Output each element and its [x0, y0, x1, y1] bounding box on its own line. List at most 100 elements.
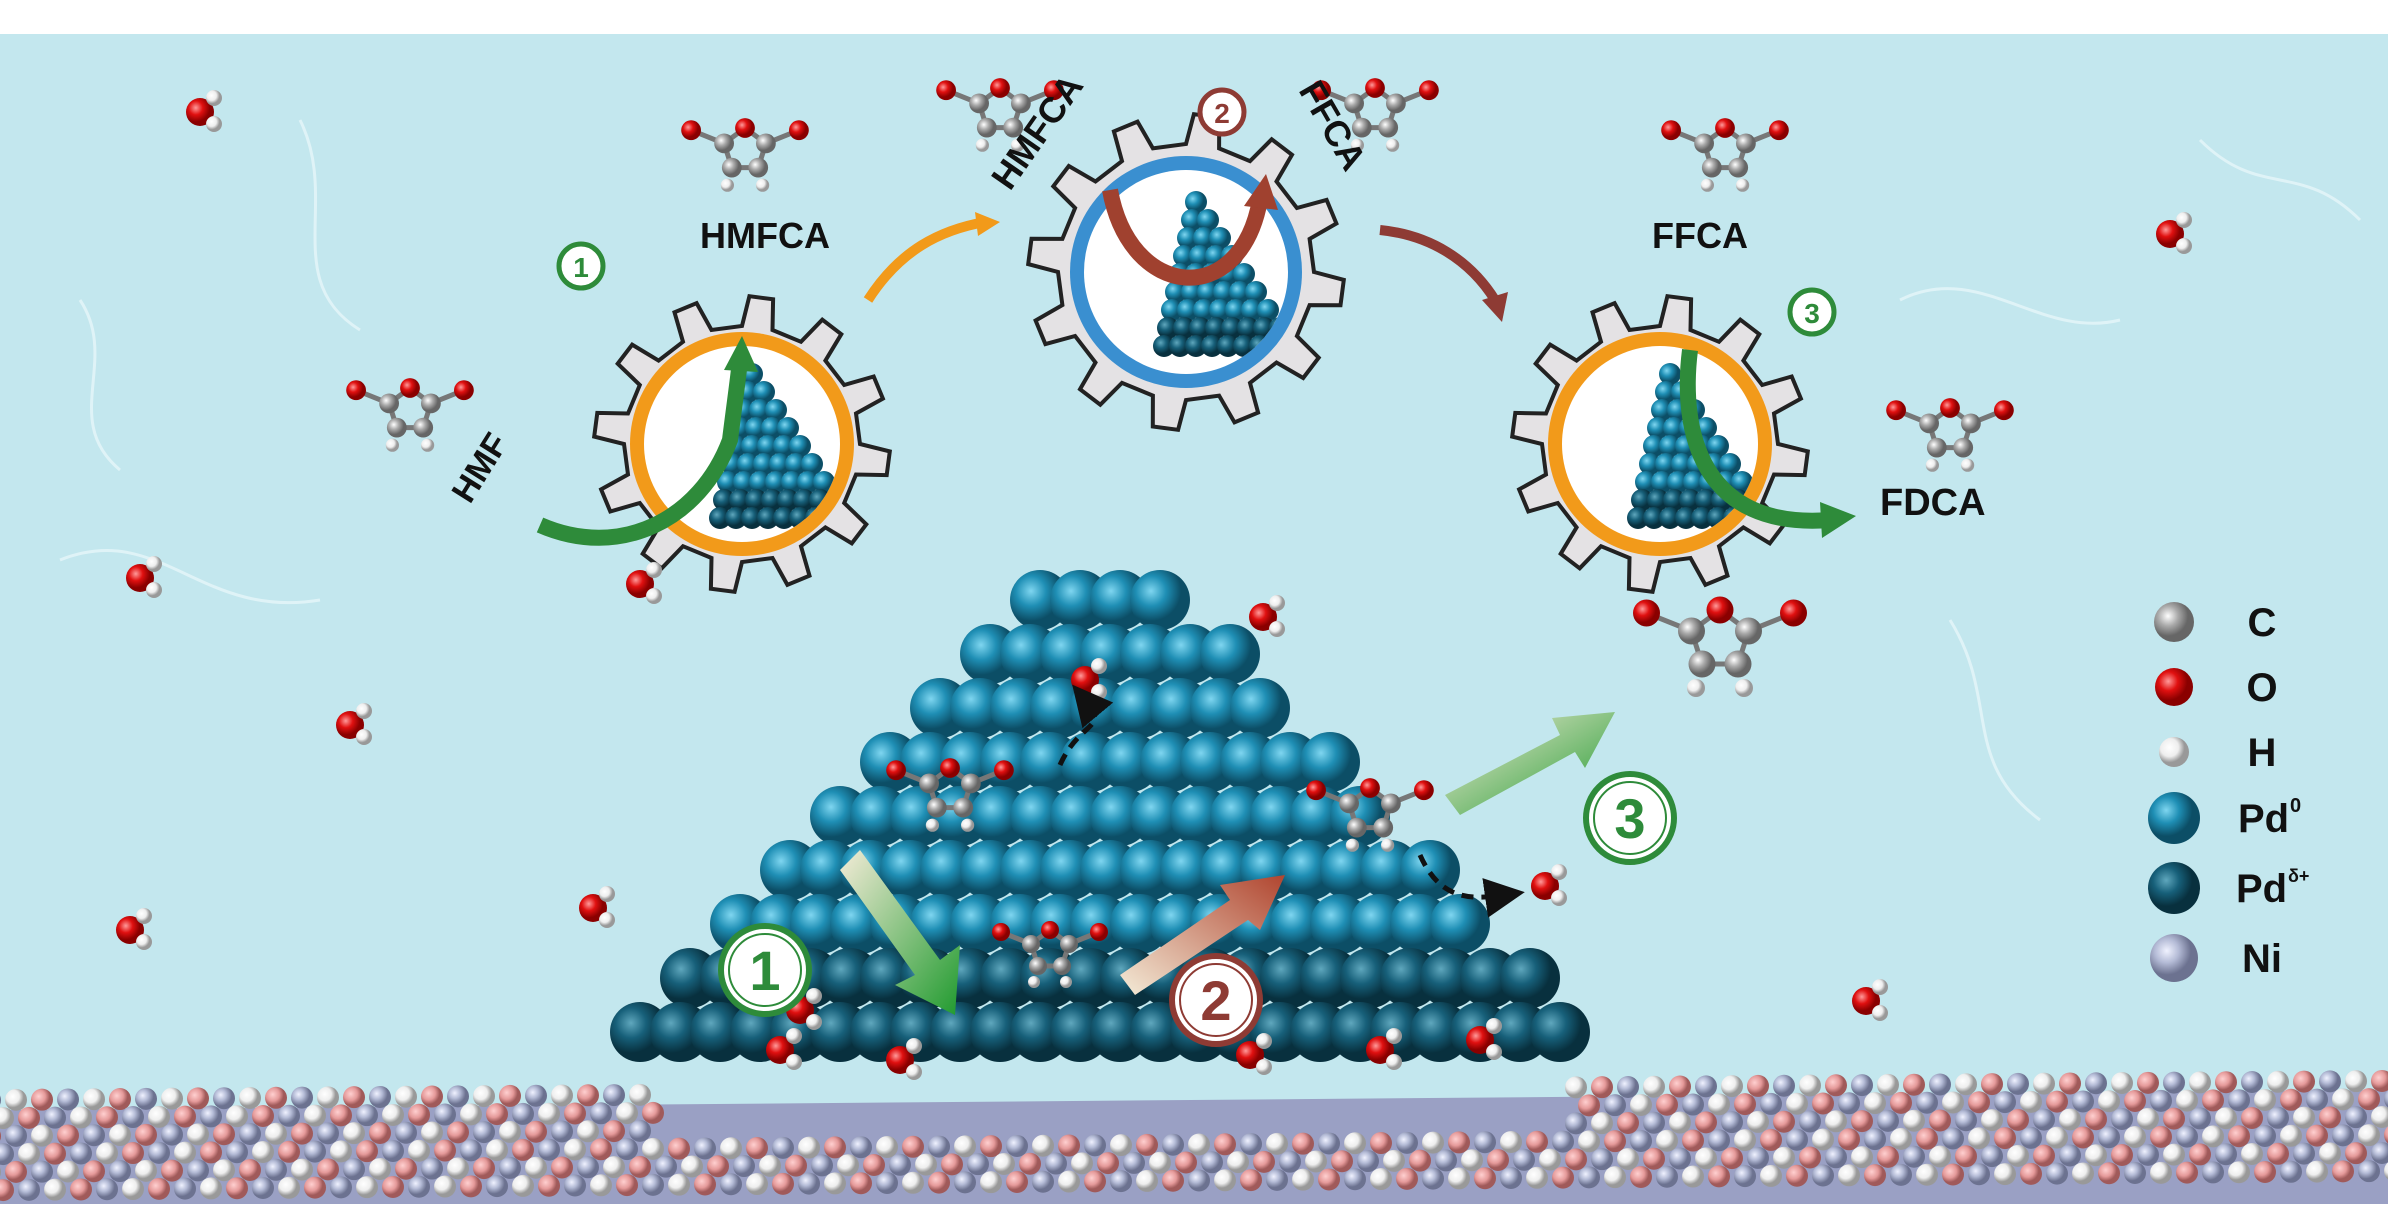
lattice-atom [1136, 1169, 1158, 1192]
pd-atom [1655, 381, 1677, 403]
hydrogen-atom [356, 729, 372, 745]
lattice-atom [2228, 1125, 2250, 1148]
lattice-atom [967, 1153, 989, 1176]
lattice-atom [213, 1159, 235, 1182]
lattice-atom [1981, 1109, 2003, 1132]
pd-atom [1173, 317, 1195, 339]
lattice-atom [2176, 1161, 2198, 1184]
lattice-atom [538, 1138, 560, 1161]
pd-atom [1161, 299, 1183, 321]
lattice-atom [902, 1135, 924, 1158]
lattice-atom [1123, 1151, 1145, 1174]
lattice-atom [1669, 1075, 1691, 1098]
lattice-atom [1604, 1094, 1626, 1117]
lattice-atom [1747, 1074, 1769, 1097]
lattice-atom [2150, 1125, 2172, 1148]
lattice-atom [525, 1084, 547, 1107]
lattice-atom [343, 1158, 365, 1181]
lattice-atom [1058, 1134, 1080, 1157]
water-caustics [59, 119, 2362, 822]
lattice-atom [2280, 1160, 2302, 1183]
lattice-atom [265, 1122, 287, 1145]
oxygen-atom [116, 916, 144, 944]
oxygen-atom [994, 760, 1014, 781]
lattice-atom [1929, 1073, 1951, 1096]
lattice-atom [174, 1105, 196, 1128]
pd-atom [1237, 317, 1259, 339]
pd-atom [1241, 299, 1263, 321]
pd-atom [813, 471, 835, 493]
lattice-atom [1786, 1128, 1808, 1151]
lattice-atom [2202, 1089, 2224, 1112]
lattice-atom [499, 1156, 521, 1179]
lattice-atom [1266, 1132, 1288, 1155]
lattice-atom [1240, 1133, 1262, 1156]
hydrogen-atom [1687, 679, 1705, 697]
lattice-atom [707, 1155, 729, 1178]
lattice-atom [96, 1178, 118, 1201]
svg-text:Pd: Pd [2236, 867, 2287, 911]
lattice-atom [2267, 1142, 2289, 1165]
carbon-atom [1339, 793, 1359, 814]
lattice-atom [1487, 1149, 1509, 1172]
lattice-atom [1656, 1093, 1678, 1116]
oxygen-atom [1366, 1036, 1394, 1064]
lattice-atom [733, 1155, 755, 1178]
hydrogen-atom [786, 1028, 802, 1044]
lattice-atom [1253, 1150, 1275, 1173]
hydrogen-atom [906, 1064, 922, 1080]
gear-step3 [1509, 293, 1811, 595]
lattice-atom [291, 1122, 313, 1145]
lattice-atom [1617, 1111, 1639, 1134]
lattice-atom [239, 1159, 261, 1181]
legend-item-c: C [2154, 601, 2276, 645]
lattice-atom [1643, 1147, 1665, 1170]
lattice-atom [304, 1104, 326, 1127]
lattice-atom [1929, 1145, 1951, 1168]
lattice-atom [2215, 1107, 2237, 1130]
pd-atom [709, 507, 731, 529]
svg-text:0: 0 [2290, 795, 2301, 817]
lattice-atom [1006, 1170, 1028, 1193]
oxygen-atom [1633, 599, 1660, 627]
lattice-atom [57, 1160, 79, 1183]
pd-atom [1177, 299, 1199, 321]
lattice-atom [1695, 1111, 1717, 1134]
hydrogen-atom [1486, 1044, 1502, 1060]
lattice-atom [603, 1120, 625, 1143]
hydrogen-atom [599, 912, 615, 928]
lattice-atom [1656, 1165, 1678, 1188]
step1-curved-arrow [536, 359, 748, 546]
arrowhead-icon [724, 336, 758, 372]
carbon-atom [1378, 117, 1399, 138]
lattice-atom [2345, 1106, 2367, 1129]
carbon-atom [1381, 793, 1401, 814]
hydrogen-atom [1091, 684, 1107, 700]
lattice-atom [1552, 1166, 1574, 1189]
lattice-atom [1617, 1147, 1639, 1170]
step3-curved-arrow [1679, 349, 1831, 529]
pd-atom [729, 489, 751, 511]
lattice-atom [278, 1104, 300, 1127]
pd-atom [745, 489, 767, 511]
pd-atom [773, 507, 795, 529]
lattice-atom [187, 1123, 209, 1146]
arrowhead-icon [975, 212, 1000, 236]
carbon-atom [1678, 617, 1705, 645]
oxygen-atom [1940, 398, 1960, 418]
lattice-atom [369, 1085, 391, 1108]
lattice-atom [564, 1138, 586, 1161]
lattice-atom [1006, 1134, 1028, 1157]
hydrogen-atom [806, 1014, 822, 1030]
hydrogen-atom [2176, 238, 2192, 254]
lattice-atom [1708, 1093, 1730, 1116]
lattice-atom [538, 1174, 560, 1197]
lattice-atom [1474, 1131, 1496, 1154]
oxygen-atom [1249, 603, 1277, 631]
carbon-atom [413, 417, 434, 438]
lattice-atom [31, 1124, 53, 1147]
lattice-atom [447, 1085, 469, 1108]
oxygen-atom [1041, 921, 1059, 939]
svg-text:δ+: δ+ [2288, 866, 2309, 886]
